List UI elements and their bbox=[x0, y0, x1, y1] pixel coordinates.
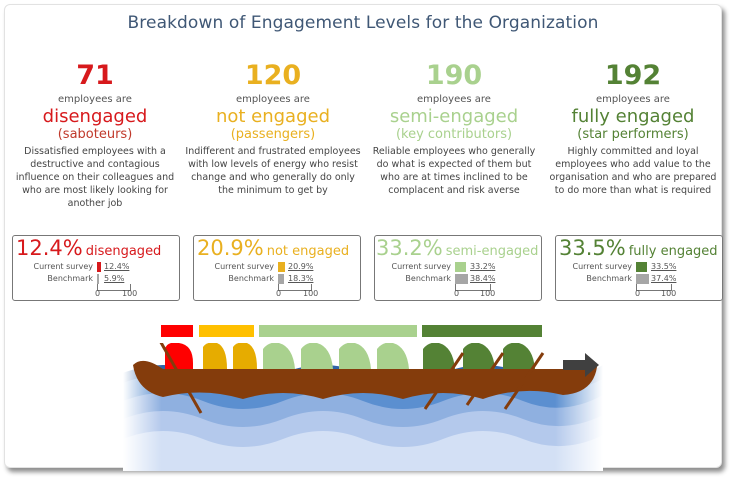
stat-box-semi-engaged: 33.2%semi-engaged Current survey 33.2% B… bbox=[374, 235, 542, 301]
segment-level: not engaged bbox=[215, 106, 331, 127]
current-survey-label: Current survey bbox=[33, 262, 93, 271]
segment-count: 190 bbox=[425, 60, 483, 91]
segment-level: fully engaged bbox=[571, 106, 695, 127]
segment-description: Indifferent and frustrated employees wit… bbox=[185, 146, 361, 196]
stat-label: fully engaged bbox=[628, 244, 718, 259]
right-arrow-icon bbox=[563, 353, 599, 377]
segment-role: (star performers) bbox=[577, 127, 689, 142]
axis-max: 100 bbox=[303, 289, 319, 298]
x-axis bbox=[636, 284, 672, 291]
segment-semi-engaged: 190 employees are semi-engaged (key cont… bbox=[364, 61, 544, 197]
segment-role: (key contributors) bbox=[395, 127, 513, 142]
current-survey-value: 33.5% bbox=[651, 262, 677, 271]
segment-prefix: employees are bbox=[58, 94, 132, 105]
benchmark-value: 18.3% bbox=[288, 274, 314, 283]
strip-fully-engaged bbox=[422, 325, 542, 337]
stat-percent: 33.5% bbox=[559, 236, 626, 260]
segment-count: 71 bbox=[76, 60, 114, 91]
segment-disengaged: 71 employees are disengaged (saboteurs) … bbox=[5, 61, 185, 210]
current-survey-value: 33.2% bbox=[470, 262, 496, 271]
infographic-card: Breakdown of Engagement Levels for the O… bbox=[4, 4, 723, 471]
axis-max: 100 bbox=[661, 289, 677, 298]
segment-level: disengaged bbox=[42, 106, 148, 127]
stat-percent: 20.9% bbox=[197, 236, 264, 260]
current-survey-label: Current survey bbox=[391, 262, 451, 271]
segment-description: Dissatisfied employees with a destructiv… bbox=[15, 146, 175, 209]
benchmark-value: 38.4% bbox=[470, 274, 496, 283]
current-survey-bar bbox=[455, 262, 466, 272]
segment-count: 120 bbox=[244, 60, 302, 91]
segment-prefix: employees are bbox=[236, 94, 310, 105]
stat-label: disengaged bbox=[85, 244, 162, 259]
current-survey-value: 20.9% bbox=[288, 262, 314, 271]
current-survey-label: Current survey bbox=[214, 262, 274, 271]
benchmark-bar bbox=[636, 274, 649, 284]
segment-prefix: employees are bbox=[596, 94, 670, 105]
benchmark-bar bbox=[97, 274, 99, 284]
segment-role: (passengers) bbox=[230, 127, 316, 142]
benchmark-label: Benchmark bbox=[405, 274, 451, 283]
benchmark-bar bbox=[278, 274, 284, 284]
benchmark-label: Benchmark bbox=[47, 274, 93, 283]
current-survey-bar bbox=[636, 262, 647, 272]
page-title: Breakdown of Engagement Levels for the O… bbox=[127, 13, 599, 33]
x-axis bbox=[278, 284, 312, 291]
benchmark-label: Benchmark bbox=[228, 274, 274, 283]
segment-description: Highly committed and loyal employees who… bbox=[549, 146, 717, 196]
axis-min: 0 bbox=[635, 289, 641, 298]
axis-max: 100 bbox=[480, 289, 496, 298]
stat-label: semi-engaged bbox=[445, 244, 539, 259]
rowing-boat-illustration bbox=[123, 343, 603, 471]
stat-box-fully-engaged: 33.5%fully engaged Current survey 33.5% … bbox=[555, 235, 723, 301]
current-survey-bar bbox=[278, 262, 285, 272]
benchmark-value: 37.4% bbox=[651, 274, 677, 283]
current-survey-bar bbox=[97, 262, 101, 272]
strip-not-engaged bbox=[199, 325, 254, 337]
strip-disengaged bbox=[161, 325, 193, 337]
segment-description: Reliable employees who generally do what… bbox=[372, 146, 536, 196]
axis-max: 100 bbox=[122, 289, 138, 298]
current-survey-value: 12.4% bbox=[104, 262, 130, 271]
segment-role: (saboteurs) bbox=[57, 127, 133, 142]
segment-not-engaged: 120 employees are not engaged (passenger… bbox=[183, 61, 363, 197]
stat-label: not engaged bbox=[266, 244, 350, 259]
benchmark-value: 5.9% bbox=[104, 274, 125, 283]
stat-box-disengaged: 12.4%disengaged Current survey 12.4% Ben… bbox=[12, 235, 180, 301]
x-axis bbox=[455, 284, 491, 291]
current-survey-label: Current survey bbox=[572, 262, 632, 271]
axis-min: 0 bbox=[276, 289, 282, 298]
segment-prefix: employees are bbox=[417, 94, 491, 105]
stat-percent: 12.4% bbox=[16, 236, 83, 260]
strip-semi-engaged bbox=[259, 325, 417, 337]
benchmark-bar bbox=[455, 274, 468, 284]
axis-min: 0 bbox=[95, 289, 101, 298]
axis-min: 0 bbox=[454, 289, 460, 298]
segment-fully-engaged: 192 employees are fully engaged (star pe… bbox=[543, 61, 723, 197]
x-axis bbox=[97, 284, 131, 291]
stat-percent: 33.2% bbox=[376, 236, 443, 260]
segment-level: semi-engaged bbox=[389, 106, 519, 127]
segment-count: 192 bbox=[604, 60, 662, 91]
benchmark-label: Benchmark bbox=[586, 274, 632, 283]
stat-box-not-engaged: 20.9%not engaged Current survey 20.9% Be… bbox=[193, 235, 361, 301]
